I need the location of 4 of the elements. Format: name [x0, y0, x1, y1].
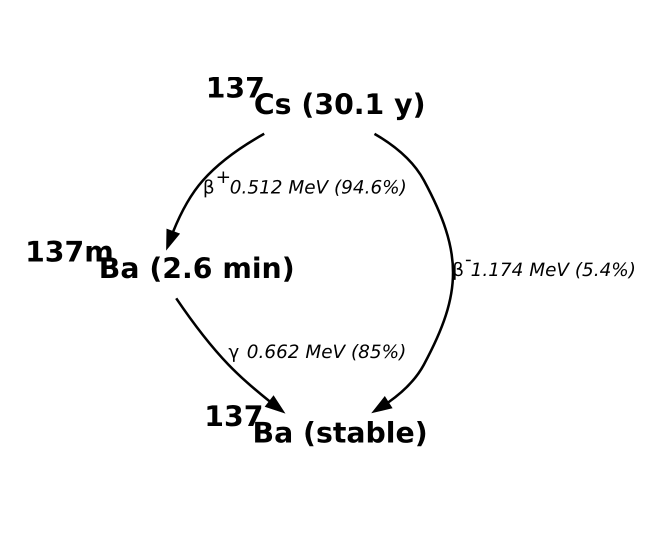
arrow [175, 297, 286, 414]
arrow [166, 132, 265, 250]
arrow [371, 132, 454, 413]
edge-label: γ 0.662 MeV (85%) [228, 342, 406, 363]
